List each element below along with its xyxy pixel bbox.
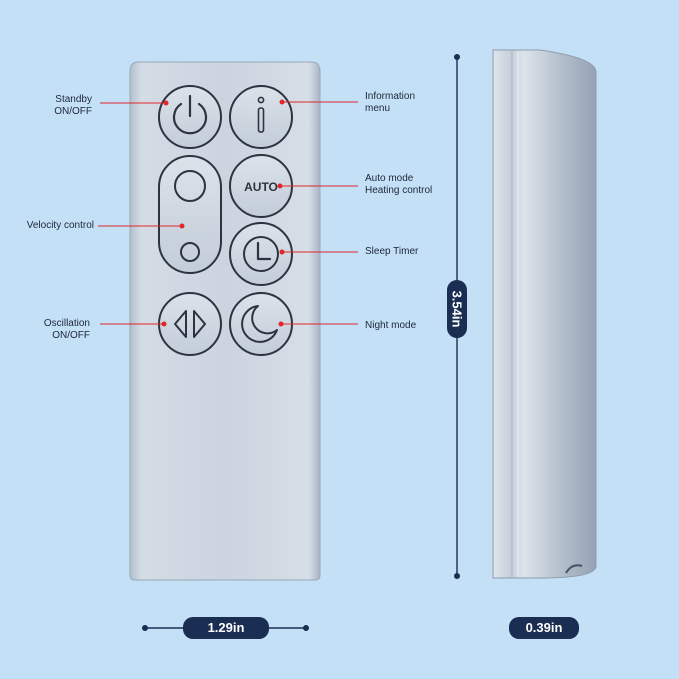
velocity-down-button[interactable] bbox=[180, 242, 200, 262]
auto-button[interactable]: AUTO bbox=[229, 154, 293, 218]
oscillation-button[interactable] bbox=[158, 292, 222, 356]
callout-information: Information menu bbox=[365, 91, 416, 114]
height-dimension-badge: 3.54in bbox=[447, 280, 467, 338]
callout-oscillation: Oscillation ON/OFF bbox=[43, 318, 90, 341]
oscillation-arrows-icon bbox=[174, 310, 206, 338]
velocity-control[interactable] bbox=[158, 155, 222, 274]
sleep-timer-button[interactable] bbox=[229, 222, 293, 286]
callout-auto-mode: Auto mode Heating control bbox=[365, 173, 433, 196]
auto-button-label: AUTO bbox=[244, 180, 278, 194]
callout-night-mode: Night mode bbox=[365, 320, 417, 331]
clock-icon bbox=[243, 236, 279, 272]
remote-side-view bbox=[492, 49, 597, 579]
depth-dimension-badge: 0.39in bbox=[509, 617, 579, 639]
leader-lines bbox=[98, 99, 358, 327]
power-icon bbox=[172, 94, 208, 135]
width-dimension-badge: 1.29in bbox=[183, 617, 269, 639]
velocity-up-button[interactable] bbox=[174, 170, 206, 202]
standby-button[interactable] bbox=[158, 85, 222, 149]
callout-velocity: Velocity control bbox=[26, 220, 94, 231]
information-button[interactable] bbox=[229, 85, 293, 149]
callout-sleep-timer: Sleep Timer bbox=[365, 246, 419, 257]
info-icon bbox=[257, 96, 265, 133]
callout-standby: Standby ON/OFF bbox=[54, 94, 92, 117]
moon-icon bbox=[241, 305, 278, 343]
